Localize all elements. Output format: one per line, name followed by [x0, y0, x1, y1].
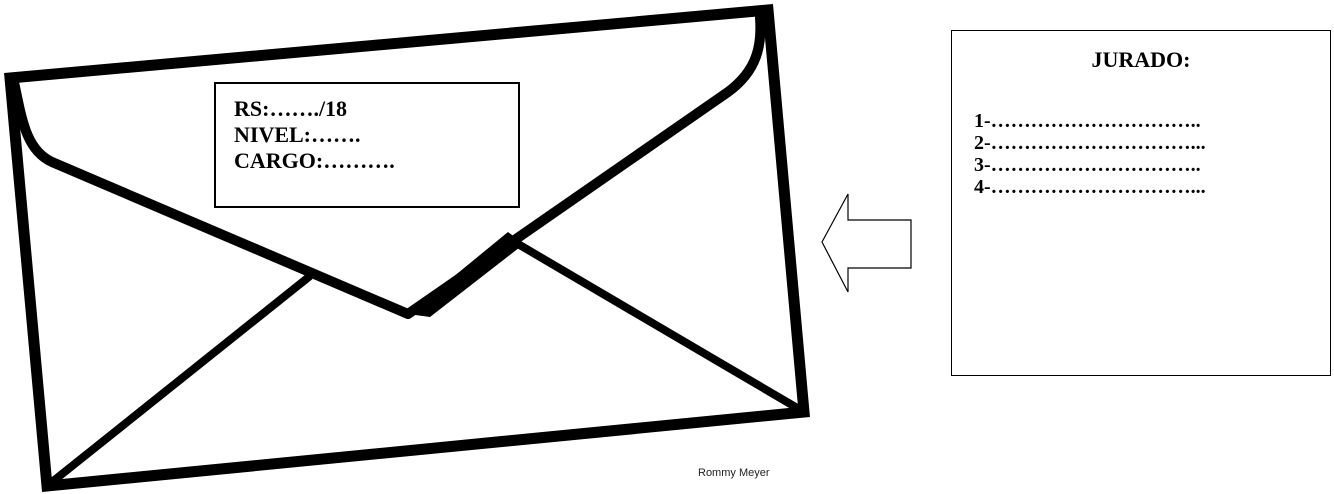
arrow-left-icon — [818, 192, 918, 294]
jurado-item: 4-…………………………... — [974, 176, 1206, 198]
jurado-box: JURADO: 1-………………………….. 2-…………………………... 3… — [951, 30, 1331, 376]
envelope-icon — [0, 0, 820, 494]
label-nivel: NIVEL:……. — [234, 122, 518, 148]
jurado-item: 2-…………………………... — [974, 132, 1206, 154]
jurado-title: JURADO: — [952, 47, 1330, 73]
jurado-list: 1-………………………….. 2-…………………………... 3-…………………… — [974, 110, 1206, 198]
label-cargo: CARGO:………. — [234, 148, 518, 174]
label-rs: RS:……./18 — [234, 96, 518, 122]
envelope-label-box: RS:……./18 NIVEL:……. CARGO:………. — [214, 82, 520, 208]
jurado-item: 1-………………………….. — [974, 110, 1206, 132]
arrow-left-shape — [822, 194, 911, 292]
image-credit: Rommy Meyer — [698, 467, 770, 479]
jurado-item: 3-………………………….. — [974, 154, 1206, 176]
